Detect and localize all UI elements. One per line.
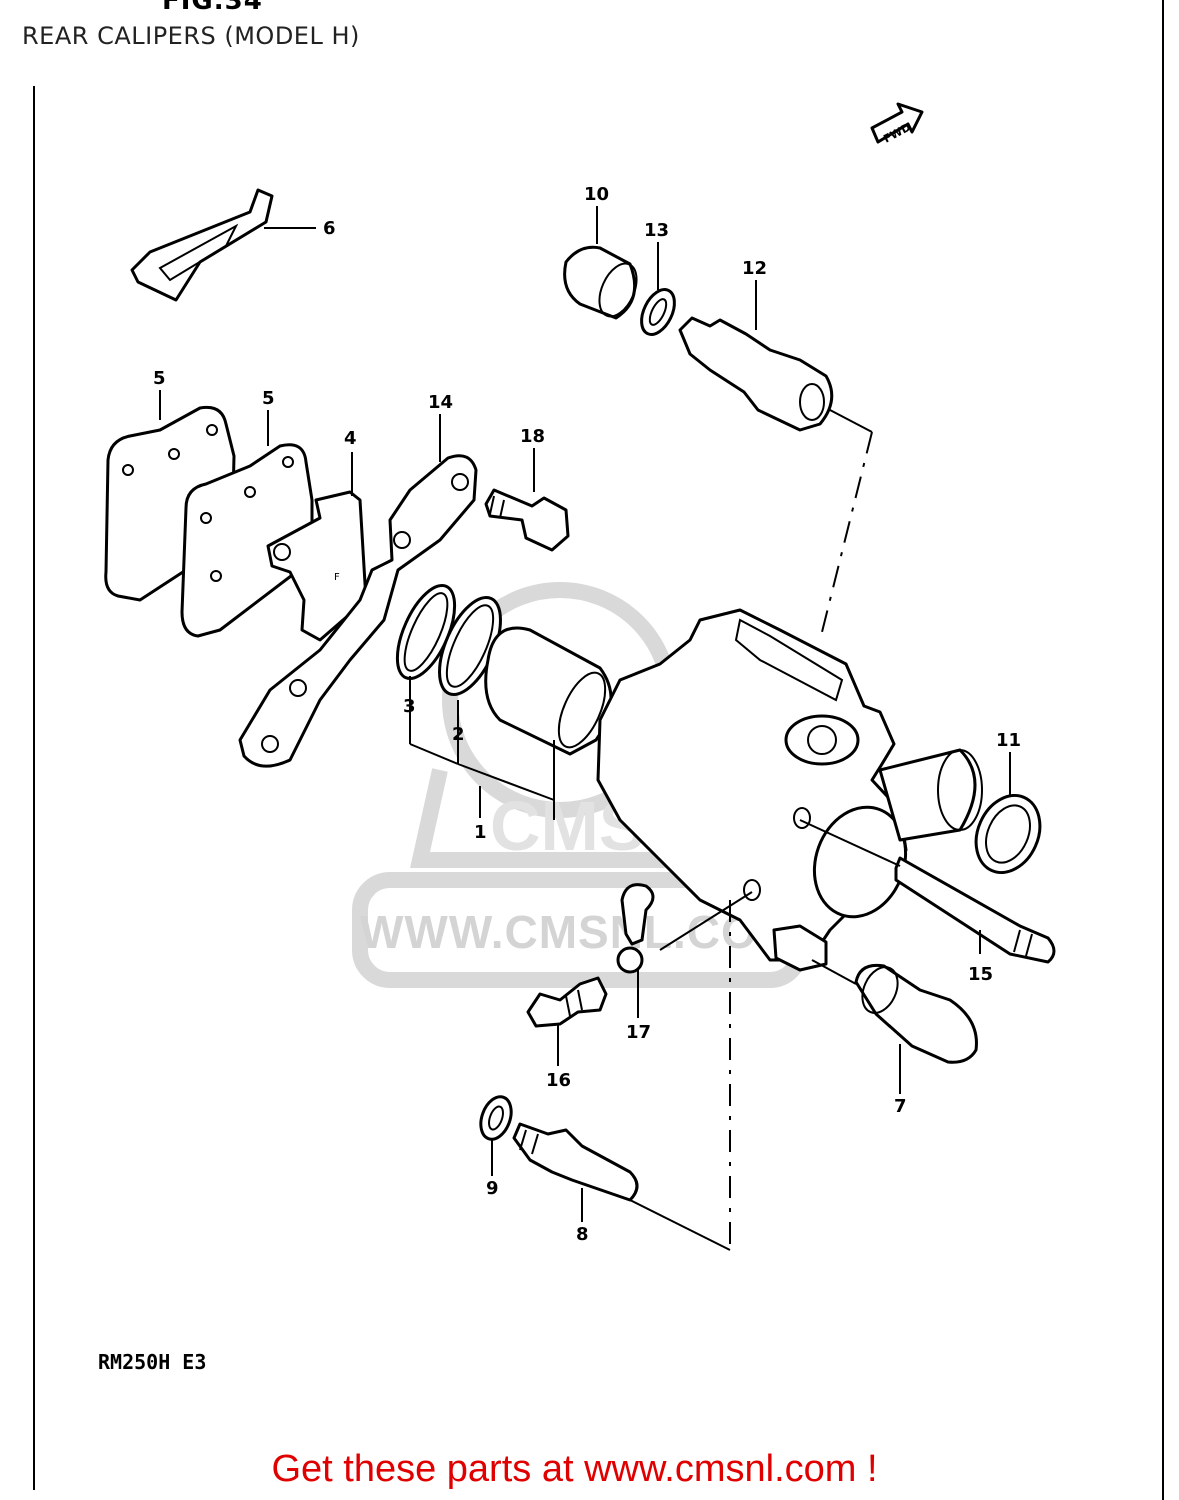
callout-2: 2: [452, 724, 465, 745]
callout-13: 13: [644, 220, 669, 241]
caliper-bracket: [238, 454, 478, 768]
model-code: RM250H E3: [98, 1350, 207, 1374]
callout-10: 10: [584, 184, 609, 205]
pad-spring-clip: [130, 188, 316, 302]
callout-labels: 1 2 3 4 5 5 6 7 8 9 10 11 12 13 14 15 16…: [153, 184, 1021, 1245]
callout-7: 7: [894, 1096, 907, 1117]
callout-12: 12: [742, 258, 767, 279]
washer-upper: [640, 288, 676, 336]
get-parts-link[interactable]: Get these parts at www.cmsnl.com !: [271, 1448, 878, 1490]
bleeder-cap: [616, 883, 655, 974]
brake-pad-inner: [180, 443, 314, 638]
callout-6: 6: [323, 218, 336, 239]
callout-4: 4: [344, 428, 357, 449]
callout-11: 11: [996, 730, 1021, 751]
pin-boot-upper: [563, 245, 638, 320]
figure-title: FIG.34: [162, 0, 263, 16]
figure-subtitle: REAR CALIPERS (MODEL H): [22, 22, 360, 50]
callout-16: 16: [546, 1070, 571, 1091]
bleeder-valve: [526, 976, 608, 1028]
callout-1: 1: [474, 822, 487, 843]
fwd-arrow-icon: FWD: [870, 102, 924, 146]
washer-lower: [479, 1095, 513, 1141]
bracket-bolt: [484, 488, 570, 552]
callout-18: 18: [520, 426, 545, 447]
caliper-body: [596, 608, 983, 972]
leader-lines: [159, 206, 1011, 1251]
callout-5-inner: 5: [262, 388, 275, 409]
watermark-url: WWW.CMSNL.COM: [360, 906, 798, 958]
pin-boot-lower: [974, 793, 1042, 875]
callout-5-outer: 5: [153, 368, 166, 389]
callout-8: 8: [576, 1224, 589, 1245]
slide-pin-lower: [854, 963, 978, 1064]
callout-3: 3: [403, 696, 416, 717]
caliper-piston: [484, 626, 613, 756]
callout-15: 15: [968, 964, 993, 985]
slide-pin-upper: [678, 316, 834, 432]
slide-pin-long: [894, 856, 1056, 964]
callout-14: 14: [428, 392, 453, 413]
callout-17: 17: [626, 1022, 651, 1043]
pin-bolt: [512, 1122, 639, 1202]
callout-9: 9: [486, 1178, 499, 1199]
svg-text:F: F: [334, 572, 340, 583]
